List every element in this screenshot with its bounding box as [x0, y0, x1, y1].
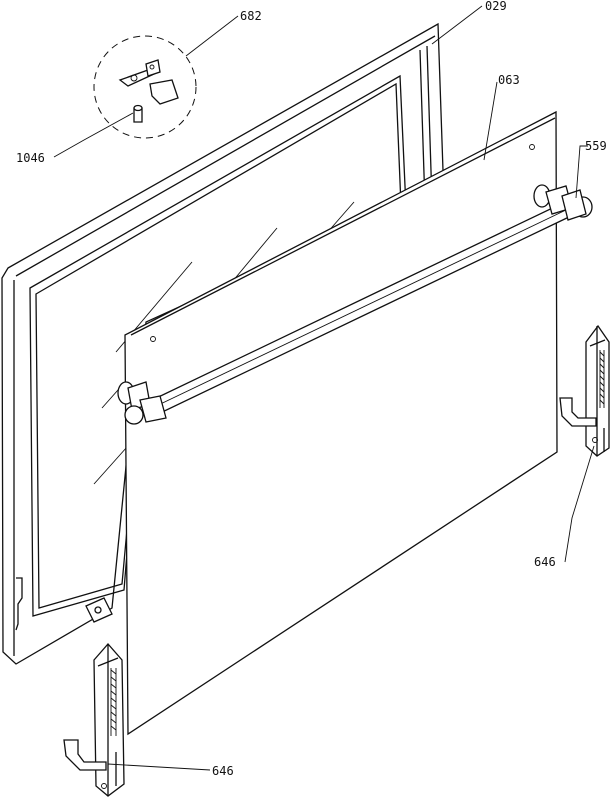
part-labels: 682 029 063 559 1046 646 646 — [16, 0, 607, 778]
panel-hole-top-left — [150, 336, 156, 342]
label-029: 029 — [485, 0, 507, 13]
label-1046: 1046 — [16, 151, 45, 165]
label-063: 063 — [498, 73, 520, 87]
label-559: 559 — [585, 139, 607, 153]
hinge-left — [63, 643, 125, 797]
label-646-left: 646 — [212, 764, 234, 778]
door-handle — [117, 184, 593, 425]
leader-lines — [53, 5, 595, 771]
label-682: 682 — [240, 9, 262, 23]
panel-hole-top-right — [529, 144, 535, 150]
handle-end-cap-left — [124, 405, 144, 425]
label-646-right: 646 — [534, 555, 556, 569]
outer-door-frame — [1, 22, 445, 665]
hinge-right — [559, 324, 610, 457]
detail-callout — [93, 35, 197, 139]
